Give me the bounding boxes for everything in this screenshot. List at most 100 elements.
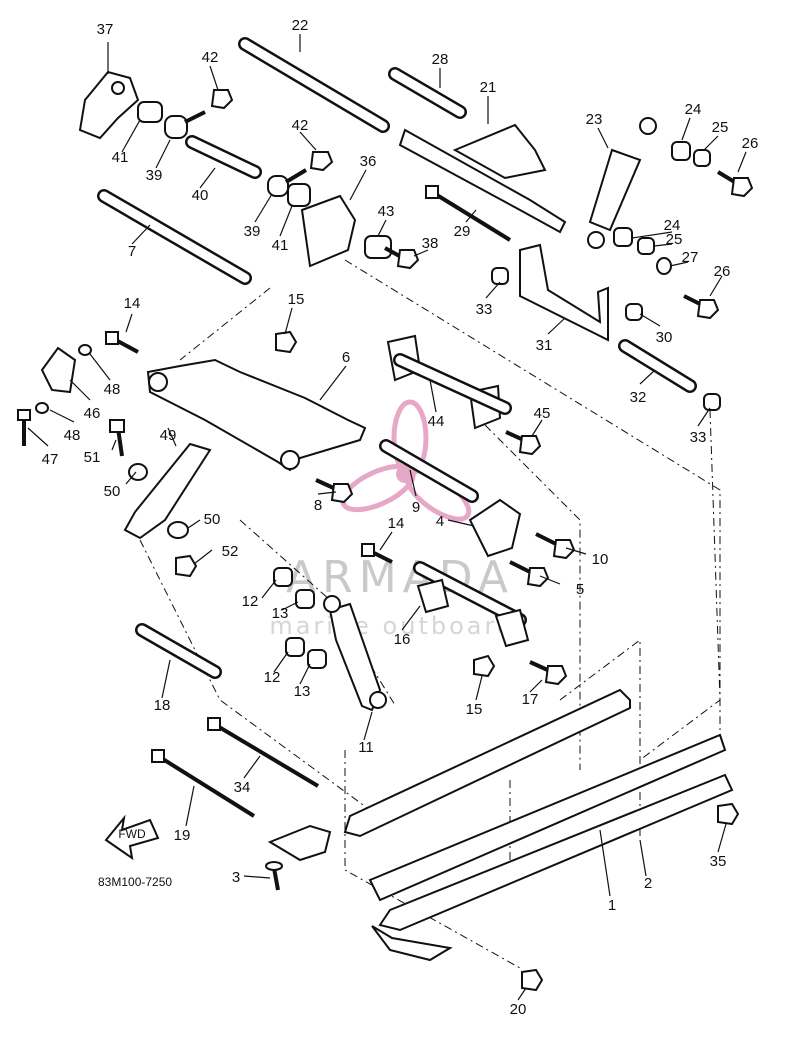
rod-40 — [185, 135, 262, 179]
callout-12a: 12 — [242, 593, 259, 610]
callout-27: 27 — [682, 249, 699, 266]
callout-47: 47 — [42, 451, 59, 468]
shaft-16 — [413, 561, 530, 648]
washer-48a — [78, 344, 92, 356]
shock-absorber-23 — [587, 117, 657, 249]
bolt-26a — [716, 170, 754, 198]
callout-20: 20 — [510, 1001, 527, 1018]
front-arm-6 — [146, 358, 367, 472]
callout-19: 19 — [174, 827, 191, 844]
callout-49: 49 — [160, 427, 177, 444]
callout-12b: 12 — [264, 669, 281, 686]
callout-25b: 25 — [666, 231, 683, 248]
bracket-31 — [519, 243, 609, 342]
bolt-17 — [529, 660, 568, 686]
slide-rail-1 — [343, 688, 727, 902]
collar-12b — [285, 637, 305, 657]
shock-absorber-11 — [323, 595, 387, 712]
watermark-tagline: marine outboards — [269, 612, 530, 640]
callout-37: 37 — [97, 21, 114, 38]
callout-40: 40 — [192, 187, 209, 204]
rod-9 — [379, 439, 479, 503]
bracket-44 — [386, 334, 512, 430]
collar-24a — [671, 141, 691, 161]
callout-42a: 42 — [202, 49, 219, 66]
rear-arm-21 — [398, 123, 567, 234]
callout-38: 38 — [422, 235, 439, 252]
bolt-10 — [535, 532, 576, 560]
callout-42b: 42 — [292, 117, 309, 134]
nut-42b — [309, 151, 334, 172]
callout-22: 22 — [292, 17, 309, 34]
callout-39a: 39 — [146, 167, 163, 184]
callout-52: 52 — [222, 543, 239, 560]
stopper-46 — [40, 346, 77, 394]
callout-48b: 48 — [64, 427, 81, 444]
collar-24b — [613, 227, 633, 247]
bolt-8 — [315, 478, 354, 504]
bolt-51 — [109, 419, 125, 457]
nut-30 — [625, 303, 643, 321]
callout-33a: 33 — [476, 301, 493, 318]
callout-26a: 26 — [742, 135, 759, 152]
callout-9: 9 — [412, 499, 420, 516]
collar-25a — [693, 149, 711, 167]
screw-3 — [265, 861, 283, 891]
nut-20 — [521, 968, 544, 992]
rod-32 — [618, 339, 697, 393]
callout-labels: 37 42 22 28 21 23 24 25 26 41 39 40 42 3… — [42, 17, 759, 1018]
callout-14b: 14 — [388, 515, 405, 532]
callout-35: 35 — [710, 853, 727, 870]
collar-41a — [137, 101, 163, 123]
rod-7 — [97, 189, 252, 285]
washer-50b — [167, 521, 189, 539]
nut-33b — [703, 393, 721, 411]
bolt-34 — [207, 717, 320, 788]
nut-33a — [491, 267, 509, 285]
wear-bar-2 — [371, 773, 734, 962]
callout-51: 51 — [84, 449, 101, 466]
nut-15a — [275, 330, 298, 354]
callout-41b: 41 — [272, 237, 289, 254]
callout-21: 21 — [480, 79, 497, 96]
callout-31: 31 — [536, 337, 553, 354]
callout-11: 11 — [358, 739, 374, 756]
nut-15b — [473, 654, 496, 678]
washer-50a — [128, 463, 148, 481]
callout-24b: 24 — [664, 217, 681, 234]
callout-14a: 14 — [124, 295, 141, 312]
callout-43: 43 — [378, 203, 395, 220]
callout-4: 4 — [436, 513, 444, 530]
front-arrow-label: FWD — [118, 827, 146, 841]
collar-41b — [287, 183, 311, 207]
callout-6: 6 — [342, 349, 350, 366]
callout-13a: 13 — [272, 605, 289, 622]
rail-tip-bracket — [267, 824, 332, 862]
callout-15a: 15 — [288, 291, 305, 308]
diagram-code: 83M100-7250 — [98, 875, 172, 889]
callout-24a: 24 — [685, 101, 702, 118]
callout-44: 44 — [428, 413, 445, 430]
callout-39b: 39 — [244, 223, 261, 240]
callout-28: 28 — [432, 51, 449, 68]
callout-46: 46 — [84, 405, 101, 422]
nut-35 — [717, 802, 740, 826]
callout-32: 32 — [630, 389, 647, 406]
callout-26b: 26 — [714, 263, 731, 280]
callout-36: 36 — [360, 153, 377, 170]
callout-16: 16 — [394, 631, 411, 648]
bolt-47 — [17, 409, 31, 446]
shaft-22 — [238, 37, 390, 133]
propeller-logo-icon — [340, 399, 472, 522]
rear-arm-bracket-37 — [78, 70, 140, 140]
front-direction-arrow-icon: FWD — [104, 814, 160, 861]
bolt-14b — [361, 543, 393, 564]
callout-33b: 33 — [690, 429, 707, 446]
washer-27 — [656, 257, 672, 275]
collar-25b — [637, 237, 655, 255]
callout-50a: 50 — [104, 483, 121, 500]
link-49 — [123, 442, 212, 540]
bolt-26b — [683, 294, 720, 320]
assembly-guide-lines — [139, 259, 721, 969]
